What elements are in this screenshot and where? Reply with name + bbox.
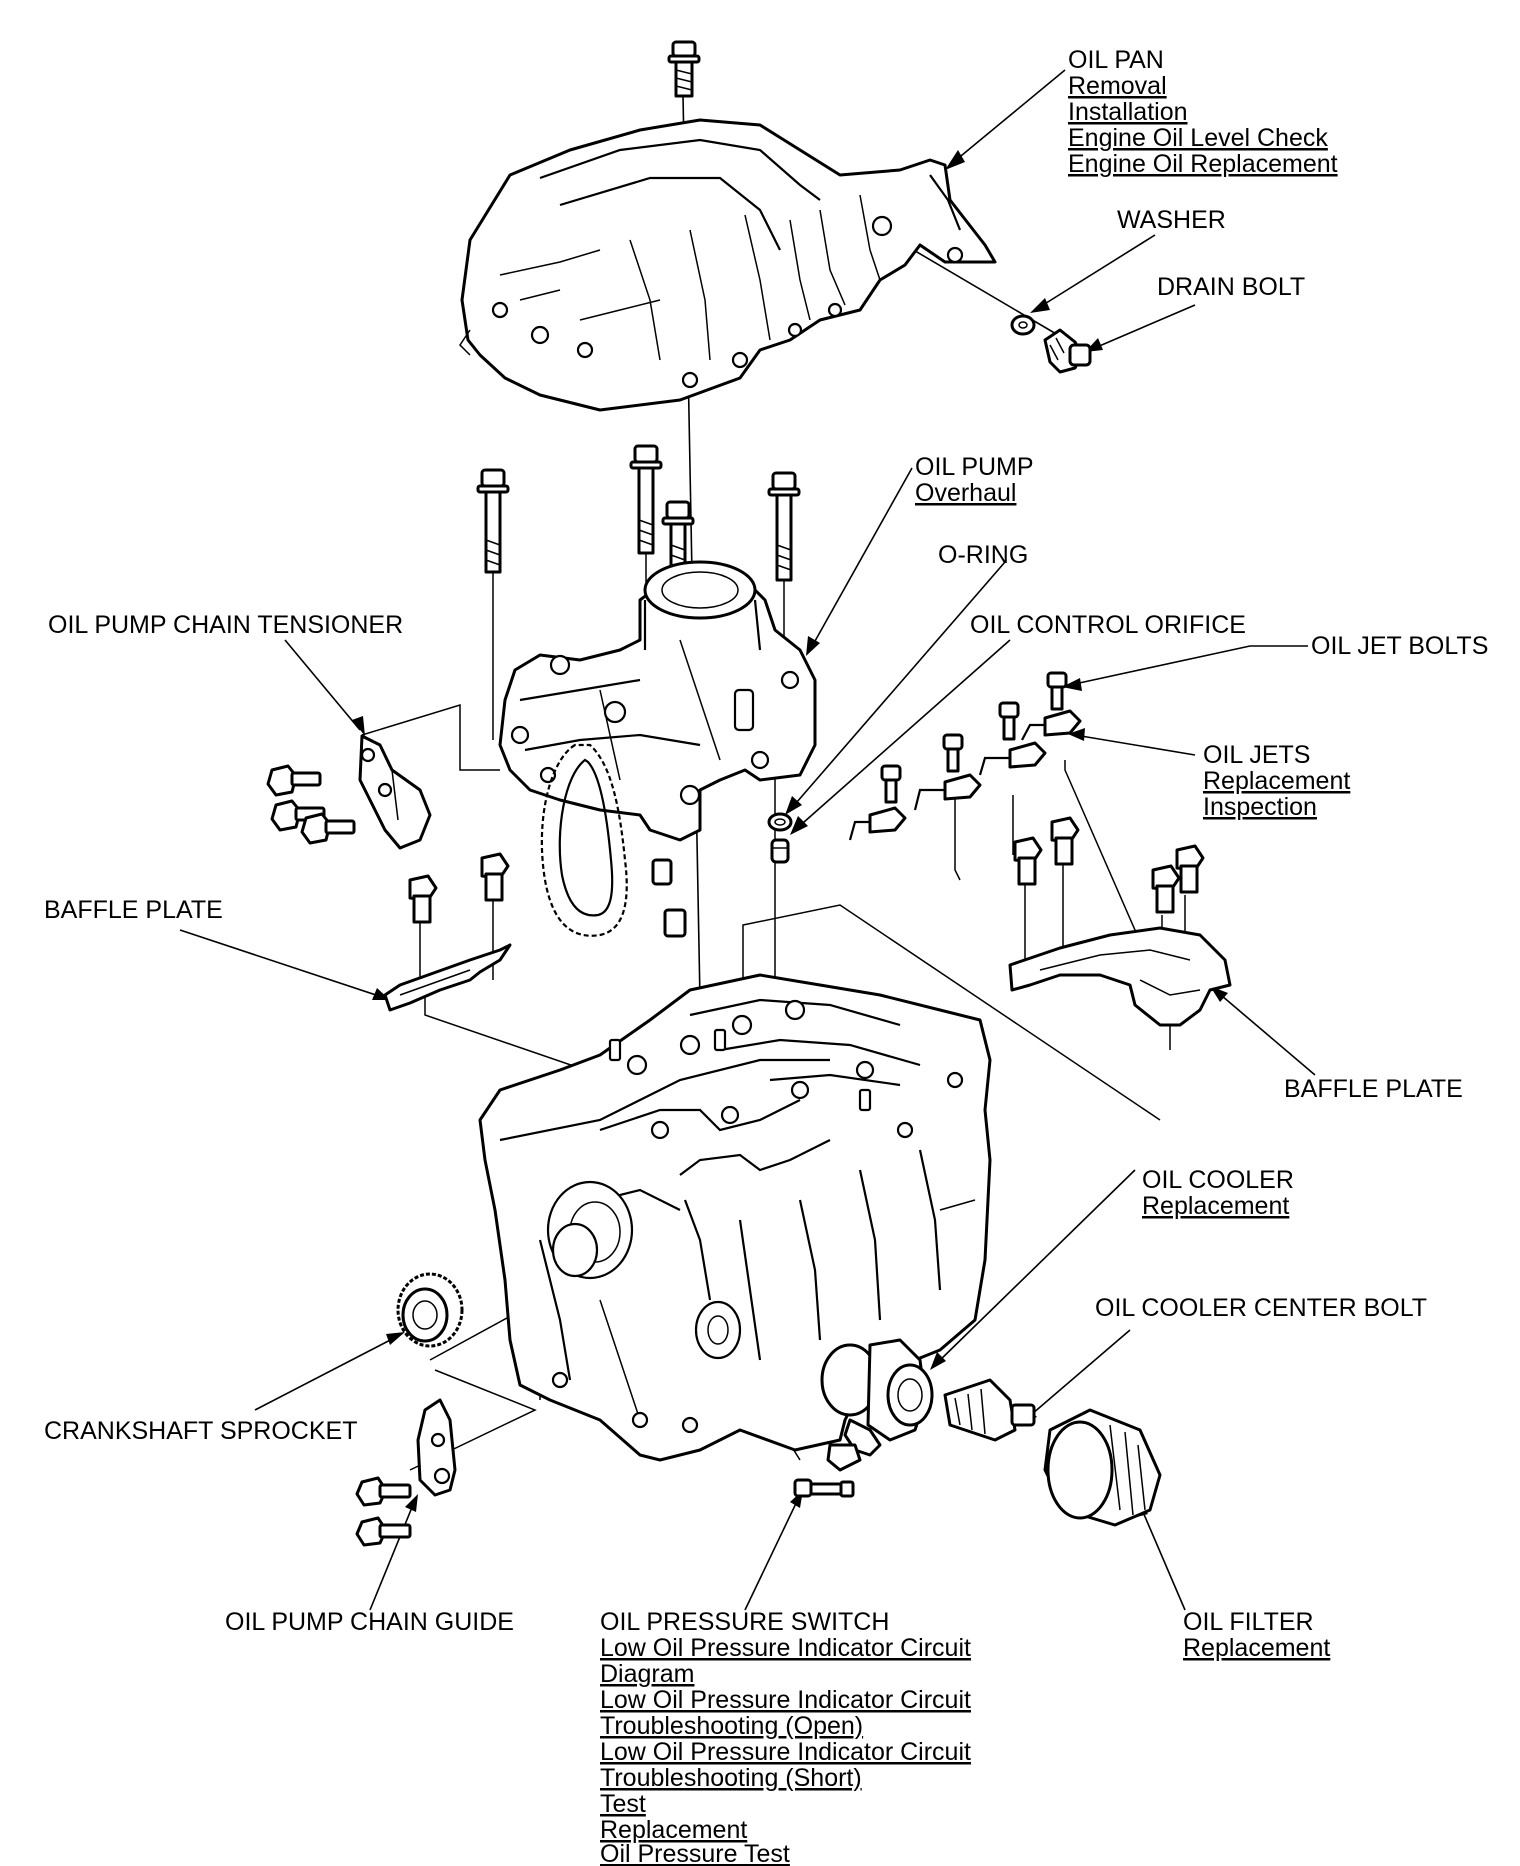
chain-tensioner-bolts[interactable] — [266, 764, 356, 845]
oil-pressure-switch-part[interactable] — [793, 1478, 855, 1498]
oil-pump-chain[interactable] — [540, 743, 628, 937]
link-test[interactable]: Test — [600, 1790, 646, 1818]
link-circuit-diagram-1[interactable]: Low Oil Pressure Indicator Circuit — [600, 1634, 971, 1662]
label-oil-pump-chain-guide: OIL PUMP CHAIN GUIDE — [225, 1608, 514, 1636]
oil-control-orifice-part[interactable] — [770, 838, 790, 864]
baffle-plate-left-bolts[interactable] — [408, 852, 510, 924]
link-engine-oil-replacement[interactable]: Engine Oil Replacement — [1068, 150, 1338, 178]
link-engine-oil-level-check[interactable]: Engine Oil Level Check — [1068, 124, 1328, 152]
oil-pan-drawing[interactable] — [459, 118, 997, 412]
washer-part[interactable] — [1010, 314, 1036, 336]
link-replacement[interactable]: Replacement — [1203, 767, 1350, 795]
label-oil-jet-bolts: OIL JET BOLTS — [1311, 632, 1488, 660]
link-troubleshooting-short-1[interactable]: Low Oil Pressure Indicator Circuit — [600, 1738, 971, 1766]
label-title: OIL JETS — [1203, 741, 1310, 769]
label-oil-filter: OIL FILTER Replacement — [1183, 1608, 1330, 1662]
label-title: OIL PAN — [1068, 46, 1164, 74]
link-installation[interactable]: Installation — [1068, 98, 1188, 126]
drain-bolt-part[interactable] — [1043, 328, 1092, 374]
oil-filter-part[interactable] — [1043, 1408, 1162, 1527]
label-oil-pressure-switch: OIL PRESSURE SWITCH Low Oil Pressure Ind… — [600, 1608, 971, 1866]
link-oil-pressure-test[interactable]: Oil Pressure Test — [600, 1840, 790, 1866]
dowel-pins[interactable] — [651, 858, 687, 938]
o-ring-part[interactable] — [767, 812, 793, 832]
baffle-plate-right-part[interactable] — [1008, 926, 1232, 1027]
link-inspection[interactable]: Inspection — [1203, 793, 1317, 821]
link-replacement[interactable]: Replacement — [1183, 1634, 1330, 1662]
oil-jets-parts[interactable] — [848, 709, 1082, 841]
baffle-plate-left-part[interactable] — [383, 943, 512, 1012]
oil-cooler-center-bolt-part[interactable] — [943, 1378, 1036, 1442]
label-baffle-plate-right: BAFFLE PLATE — [1284, 1075, 1463, 1103]
oil-pump-bolts[interactable] — [476, 444, 801, 740]
oil-jet-bolts-parts[interactable] — [880, 671, 1068, 804]
link-replacement[interactable]: Replacement — [600, 1816, 747, 1844]
oil-pump-drawing[interactable] — [498, 560, 817, 842]
label-oil-pan: OIL PAN Removal Installation Engine Oil … — [1068, 46, 1338, 178]
baffle-plate-right-bolts[interactable] — [1013, 816, 1205, 914]
oil-cooler-part[interactable] — [820, 1338, 934, 1472]
label-drain-bolt: DRAIN BOLT — [1157, 273, 1305, 301]
label-crankshaft-sprocket: CRANKSHAFT SPROCKET — [44, 1417, 357, 1445]
link-replacement[interactable]: Replacement — [1142, 1192, 1289, 1220]
label-washer: WASHER — [1117, 206, 1226, 234]
label-baffle-plate-left: BAFFLE PLATE — [44, 896, 223, 924]
chain-guide-bolts[interactable] — [355, 1476, 412, 1547]
link-circuit-diagram-2[interactable]: Diagram — [600, 1660, 694, 1688]
link-troubleshooting-short-2[interactable]: Troubleshooting (Short) — [600, 1764, 862, 1792]
label-oil-pump-chain-tensioner: OIL PUMP CHAIN TENSIONER — [48, 611, 403, 639]
label-title: OIL FILTER — [1183, 1608, 1314, 1636]
label-oil-jets: OIL JETS Replacement Inspection — [1203, 741, 1350, 821]
link-troubleshooting-open-1[interactable]: Low Oil Pressure Indicator Circuit — [600, 1686, 971, 1714]
label-oil-pump: OIL PUMP Overhaul — [915, 453, 1034, 507]
label-title: OIL COOLER — [1142, 1166, 1294, 1194]
chain-tensioner-part[interactable] — [358, 734, 432, 850]
label-title: OIL PRESSURE SWITCH — [600, 1608, 889, 1636]
label-oil-control-orifice: OIL CONTROL ORIFICE — [970, 611, 1246, 639]
label-title: OIL PUMP — [915, 453, 1034, 481]
link-troubleshooting-open-2[interactable]: Troubleshooting (Open) — [600, 1712, 863, 1740]
engine-block-drawing — [478, 973, 992, 1462]
crankshaft-sprocket-part[interactable] — [396, 1272, 464, 1348]
label-o-ring: O-RING — [938, 541, 1028, 569]
label-oil-cooler-center-bolt: OIL COOLER CENTER BOLT — [1095, 1294, 1427, 1322]
oil-pan-bolt[interactable] — [667, 40, 701, 98]
label-oil-cooler: OIL COOLER Replacement — [1142, 1166, 1294, 1220]
chain-guide-part[interactable] — [416, 1398, 457, 1497]
link-overhaul[interactable]: Overhaul — [915, 479, 1016, 507]
link-removal[interactable]: Removal — [1068, 72, 1167, 100]
